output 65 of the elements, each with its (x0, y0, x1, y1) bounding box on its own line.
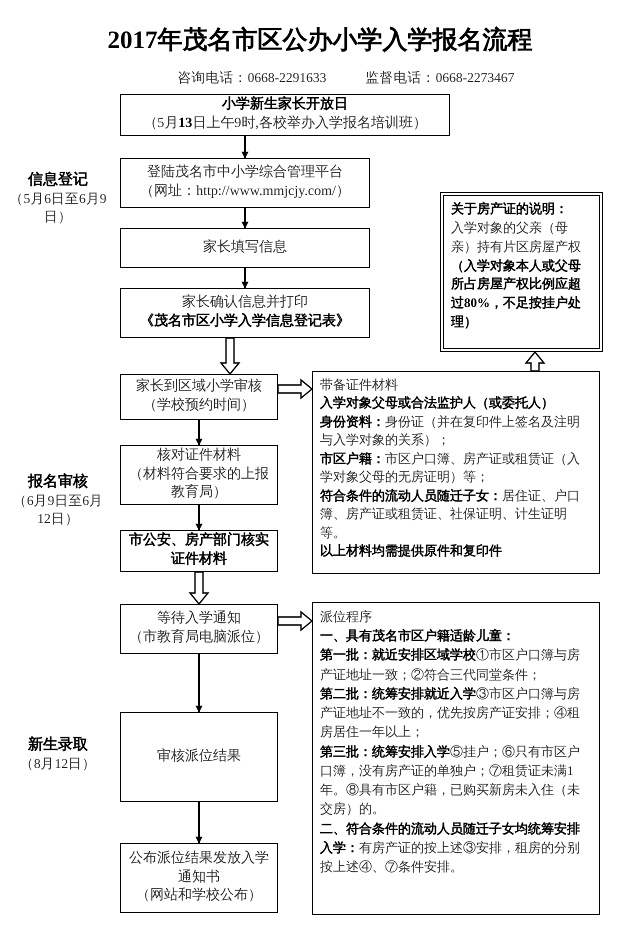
node-text: 一、具有茂名市区户籍适龄儿童： (320, 627, 516, 646)
process-box (120, 445, 278, 505)
node-text: 身份资料：身份证（并在复印件上签名及注明与入学对象的关系）； (320, 412, 581, 450)
node-text: 审核派位结果 (157, 748, 241, 766)
arrow (196, 420, 202, 446)
node-text: 市公安、房产部门核实证件材料 (128, 532, 270, 569)
node-text: 第一批：就近安排区域学校①市区户口簿与房产证地址一致；②符合三代同堂条件； (320, 646, 581, 684)
note-heading: 派位程序 (320, 608, 373, 626)
node-text: 市区户籍：市区户口簿、房产证或租赁证（入学对象父母的无房证明）等； (320, 450, 581, 486)
phone-number: 咨询电话：0668-2291633 (176, 69, 328, 87)
process-box (120, 94, 450, 136)
arrow (242, 136, 248, 159)
node-text: 家长填写信息 (203, 238, 287, 257)
node-text: 符合条件的流动人员随迁子女：居住证、户口簿、房产证或租赁证、社保证明、计生证明等。 (320, 486, 581, 542)
arrow (242, 208, 248, 229)
node-text: （材料符合要求的上报教育局） (128, 466, 270, 502)
process-box (120, 604, 278, 654)
process-box (120, 288, 370, 338)
stage-heading: 新生录取 (26, 735, 89, 755)
note-box (440, 192, 603, 352)
node-text: 等待入学通知 (157, 610, 241, 628)
stage-dates: （6月9日至6月12日） (12, 492, 104, 528)
hollow-arrow (220, 337, 240, 376)
node-text: 公布派位结果发放入学通知书 (128, 850, 270, 887)
node-text: （网站和学校公布） (136, 887, 262, 906)
process-box (120, 530, 278, 572)
node-text: 登陆茂名市中小学综合管理平台 (147, 164, 343, 182)
arrow (196, 654, 202, 713)
stage-heading: 报名审核 (26, 472, 89, 492)
node-text: 《茂名市区小学入学信息登记表》 (140, 313, 350, 331)
process-box (120, 374, 278, 420)
process-box (120, 712, 278, 802)
node-text: 二、符合条件的流动人员随迁子女均统筹安排入学：有房产证的按上述③安排，租房的分别按上述④、⑦条件安排。 (320, 820, 581, 876)
node-text: 小学新生家长开放日 (222, 96, 348, 114)
note-heading: 关于房产证的说明： (451, 200, 569, 218)
note-box (312, 602, 600, 915)
node-text: 第三批：统筹安排入学⑤挂户；⑥只有市区户口簿，没有房产证的单独户；⑦租赁证未满1年。⑧具有市区户籍，已购买新房未入住（未交房）的。 (320, 742, 581, 818)
stage-heading: 信息登记 (26, 170, 89, 190)
node-text: （市教育局电脑派位） (129, 629, 269, 647)
process-box (120, 158, 370, 208)
node-text: 核对证件材料 (157, 446, 241, 465)
hollow-arrow (188, 571, 210, 606)
node-text: （5月13日上午9时,各校举办入学报名培训班） (143, 115, 427, 133)
node-text: 第二批：统筹安排就近入学③市区户口簿与房产证地址不一致的，优先按房产证安排；④租房居住一年以上； (320, 684, 581, 742)
hollow-arrow (277, 610, 314, 632)
arrow (196, 505, 202, 531)
node-text: （学校预约时间） (143, 397, 255, 415)
title: 2017年茂名市区公办小学入学报名流程 (106, 26, 534, 56)
note-box (312, 371, 600, 574)
node-text: （网址：http://www.mmjcjy.com/） (140, 183, 350, 201)
node-text: 家长到区域小学审核 (136, 378, 262, 396)
node-text: 入学对象的父亲（母亲）持有片区房屋产权（入学对象本人或父母所占房屋产权比例应超过80%，不足按挂户处理） (451, 218, 582, 332)
phone-number: 监督电话：0668-2273467 (364, 69, 516, 87)
note-heading: 带备证件材料 (320, 376, 399, 394)
stage-dates: （8月12日） (18, 755, 98, 773)
hollow-arrow (524, 350, 546, 372)
arrow (242, 268, 248, 289)
node-text: 入学对象父母或合法监护人（或委托人） (320, 394, 555, 412)
hollow-arrow (277, 378, 314, 400)
arrow (196, 802, 202, 844)
node-text: 以上材料均需提供原件和复印件 (320, 542, 503, 560)
stage-dates: （5月6日至6月9日） (8, 190, 108, 226)
process-box (120, 228, 370, 268)
node-text: 家长确认信息并打印 (182, 294, 308, 312)
process-box (120, 843, 278, 913)
